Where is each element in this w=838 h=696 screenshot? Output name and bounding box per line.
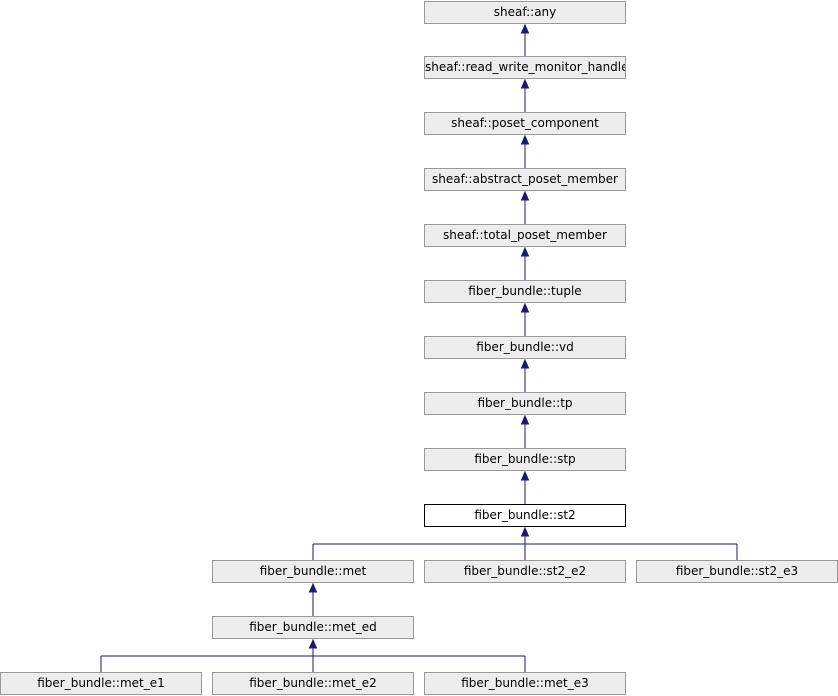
- inheritance-arrowhead: [520, 134, 530, 145]
- class-node-sheaf-abstract-poset-member[interactable]: sheaf::abstract_poset_member: [424, 168, 626, 191]
- class-node-sheaf-poset-component[interactable]: sheaf::poset_component: [424, 112, 626, 135]
- inheritance-arrowhead: [520, 246, 530, 257]
- inheritance-arrowhead: [520, 78, 530, 89]
- inheritance-arrowhead: [520, 470, 530, 481]
- inheritance-arrowhead: [520, 23, 530, 34]
- class-node-fiber-bundle-st2-current: fiber_bundle::st2: [424, 504, 626, 527]
- inheritance-arrowhead: [520, 414, 530, 425]
- class-node-fiber-bundle-met[interactable]: fiber_bundle::met: [212, 560, 414, 583]
- class-node-fiber-bundle-met-ed[interactable]: fiber_bundle::met_ed: [212, 616, 414, 639]
- class-node-fiber-bundle-met-e3[interactable]: fiber_bundle::met_e3: [424, 672, 626, 695]
- class-node-fiber-bundle-tp[interactable]: fiber_bundle::tp: [424, 392, 626, 415]
- inheritance-arrowhead: [308, 638, 318, 649]
- class-node-fiber-bundle-met-e2[interactable]: fiber_bundle::met_e2: [212, 672, 414, 695]
- class-node-sheaf-total-poset-member[interactable]: sheaf::total_poset_member: [424, 224, 626, 247]
- class-node-sheaf-any[interactable]: sheaf::any: [424, 1, 626, 24]
- inheritance-arrowhead: [520, 190, 530, 201]
- inheritance-arrowhead: [520, 302, 530, 313]
- inheritance-arrowhead: [520, 526, 530, 537]
- class-node-fiber-bundle-met-e1[interactable]: fiber_bundle::met_e1: [0, 672, 202, 695]
- class-node-fiber-bundle-tuple[interactable]: fiber_bundle::tuple: [424, 280, 626, 303]
- class-node-fiber-bundle-vd[interactable]: fiber_bundle::vd: [424, 336, 626, 359]
- class-node-fiber-bundle-st2-e2[interactable]: fiber_bundle::st2_e2: [424, 560, 626, 583]
- class-node-fiber-bundle-stp[interactable]: fiber_bundle::stp: [424, 448, 626, 471]
- class-node-fiber-bundle-st2-e3[interactable]: fiber_bundle::st2_e3: [636, 560, 838, 583]
- inheritance-arrowhead: [308, 582, 318, 593]
- class-node-sheaf-read-write-monitor-handle[interactable]: sheaf::read_write_monitor_handle: [424, 56, 626, 79]
- inheritance-arrowhead: [520, 358, 530, 369]
